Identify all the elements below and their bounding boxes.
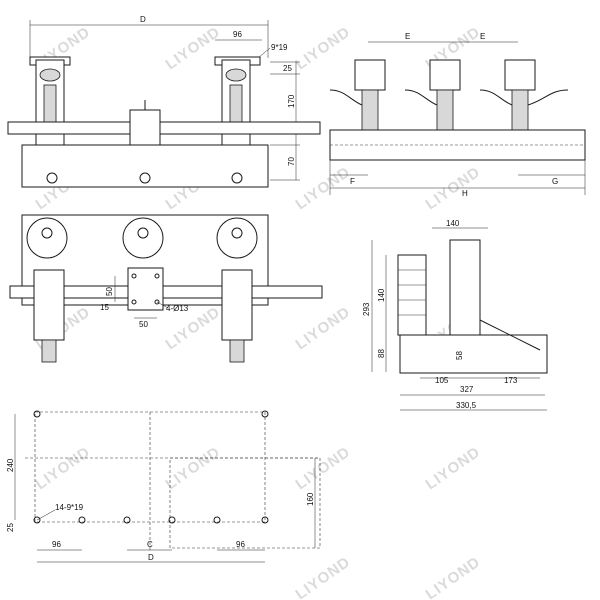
bolt-hole <box>154 299 160 305</box>
spring-left <box>43 84 57 126</box>
cable <box>329 89 363 106</box>
watermark: LIYOND <box>423 163 484 213</box>
side-insulator <box>397 254 427 336</box>
outline-secondary <box>169 457 321 549</box>
dim-label-327: 327 <box>460 385 474 394</box>
watermark: LIYOND <box>423 553 484 600</box>
mount-hole <box>261 516 269 524</box>
watermark: LIYOND <box>163 23 224 73</box>
center-mount-plate <box>127 267 164 311</box>
spring-right <box>229 84 243 126</box>
dim-label-50h: 50 <box>139 320 148 329</box>
bolt-hole <box>154 273 160 279</box>
mechanism-center <box>129 109 161 146</box>
dim-label-50v: 50 <box>105 287 114 296</box>
three-pole-view: E E F H G <box>329 32 586 198</box>
mount-hole <box>46 172 58 184</box>
mount-hole <box>123 516 131 524</box>
watermark: LIYOND <box>293 303 354 353</box>
dim-label-holes: 14-9*19 <box>55 503 84 512</box>
dim-label-160: 160 <box>306 492 315 506</box>
contact-hole <box>231 227 243 239</box>
dim-label-105: 105 <box>435 376 449 385</box>
dim-label-140-top: 140 <box>446 219 460 228</box>
watermark: LIYOND <box>33 443 94 493</box>
dim-label-96: 96 <box>233 30 242 39</box>
watermark: LIYOND <box>293 553 354 600</box>
dim-label-293: 293 <box>362 302 371 316</box>
operating-arm <box>479 319 541 351</box>
watermark: LIYOND <box>293 23 354 73</box>
insulator-head-2 <box>429 59 461 91</box>
mounting-hole-view: 240 160 25 14-9*19 96 C 96 D <box>6 410 321 563</box>
mount-hole <box>231 172 243 184</box>
side-base <box>399 334 548 374</box>
mount-hole <box>168 516 176 524</box>
contact-hole <box>41 227 53 239</box>
mount-hole <box>33 410 41 418</box>
mount-hole <box>213 516 221 524</box>
dim-label-bolt: 9*19 <box>271 43 288 52</box>
contact-hole <box>137 227 149 239</box>
plan-assembly-1 <box>33 269 65 341</box>
watermark: LIYOND <box>163 443 224 493</box>
insulator-body-3 <box>511 89 529 131</box>
dim-label-d-bottom: D <box>148 553 154 562</box>
dim-label-e2: E <box>480 32 485 41</box>
dim-label-96b: 96 <box>236 540 245 549</box>
dim-label-15: 15 <box>100 303 109 312</box>
cable <box>404 89 438 106</box>
insulator-head-3 <box>504 59 536 91</box>
dim-label-58: 58 <box>455 351 464 360</box>
watermark: LIYOND <box>423 443 484 493</box>
mount-hole <box>33 516 41 524</box>
plan-spring-3 <box>229 339 245 363</box>
dim-label-96a: 96 <box>52 540 61 549</box>
plan-spring-1 <box>41 339 57 363</box>
dim-label-g: G <box>552 177 558 186</box>
base-frame <box>21 144 269 188</box>
dim-label-88: 88 <box>377 349 386 358</box>
dim-label-25: 25 <box>283 64 292 73</box>
leader-line <box>36 509 56 521</box>
contact-right <box>225 68 247 82</box>
dim-label-3305: 330,5 <box>456 401 477 410</box>
leader-line <box>257 47 271 59</box>
dim-label-e1: E <box>405 32 410 41</box>
insulator-body-2 <box>436 89 454 131</box>
cable <box>479 89 513 106</box>
plan-view: 50 15 4-Ø13 50 <box>9 214 323 363</box>
bolt-hole <box>131 273 137 279</box>
insulator-body-1 <box>361 89 379 131</box>
operating-shaft <box>7 121 321 135</box>
mount-hole <box>139 172 151 184</box>
mount-hole <box>78 516 86 524</box>
dim-label-170: 170 <box>287 94 296 108</box>
contact-left <box>39 68 61 82</box>
leader-line <box>156 301 169 309</box>
bolt-hole <box>131 299 137 305</box>
dim-label-240: 240 <box>6 458 15 472</box>
side-view: 140 293 140 88 58 105 173 327 330,5 <box>362 219 548 411</box>
plan-assembly-3 <box>221 269 253 341</box>
mount-hole <box>261 410 269 418</box>
dim-label-hole: 4-Ø13 <box>166 304 189 313</box>
cable <box>527 89 569 106</box>
dim-label-d: D <box>140 15 146 24</box>
dim-label-140: 140 <box>377 288 386 302</box>
dim-label-c: C <box>147 540 153 549</box>
front-elevation-view: D 96 9*19 25 170 70 <box>7 15 321 188</box>
dim-label-25: 25 <box>6 523 15 532</box>
dim-label-173: 173 <box>504 376 518 385</box>
dim-label-70: 70 <box>287 157 296 166</box>
dim-label-f: F <box>350 177 355 186</box>
dim-label-h: H <box>462 189 468 198</box>
insulator-head-1 <box>354 59 386 91</box>
watermark: LIYOND <box>293 443 354 493</box>
watermark: LIYOND <box>293 163 354 213</box>
